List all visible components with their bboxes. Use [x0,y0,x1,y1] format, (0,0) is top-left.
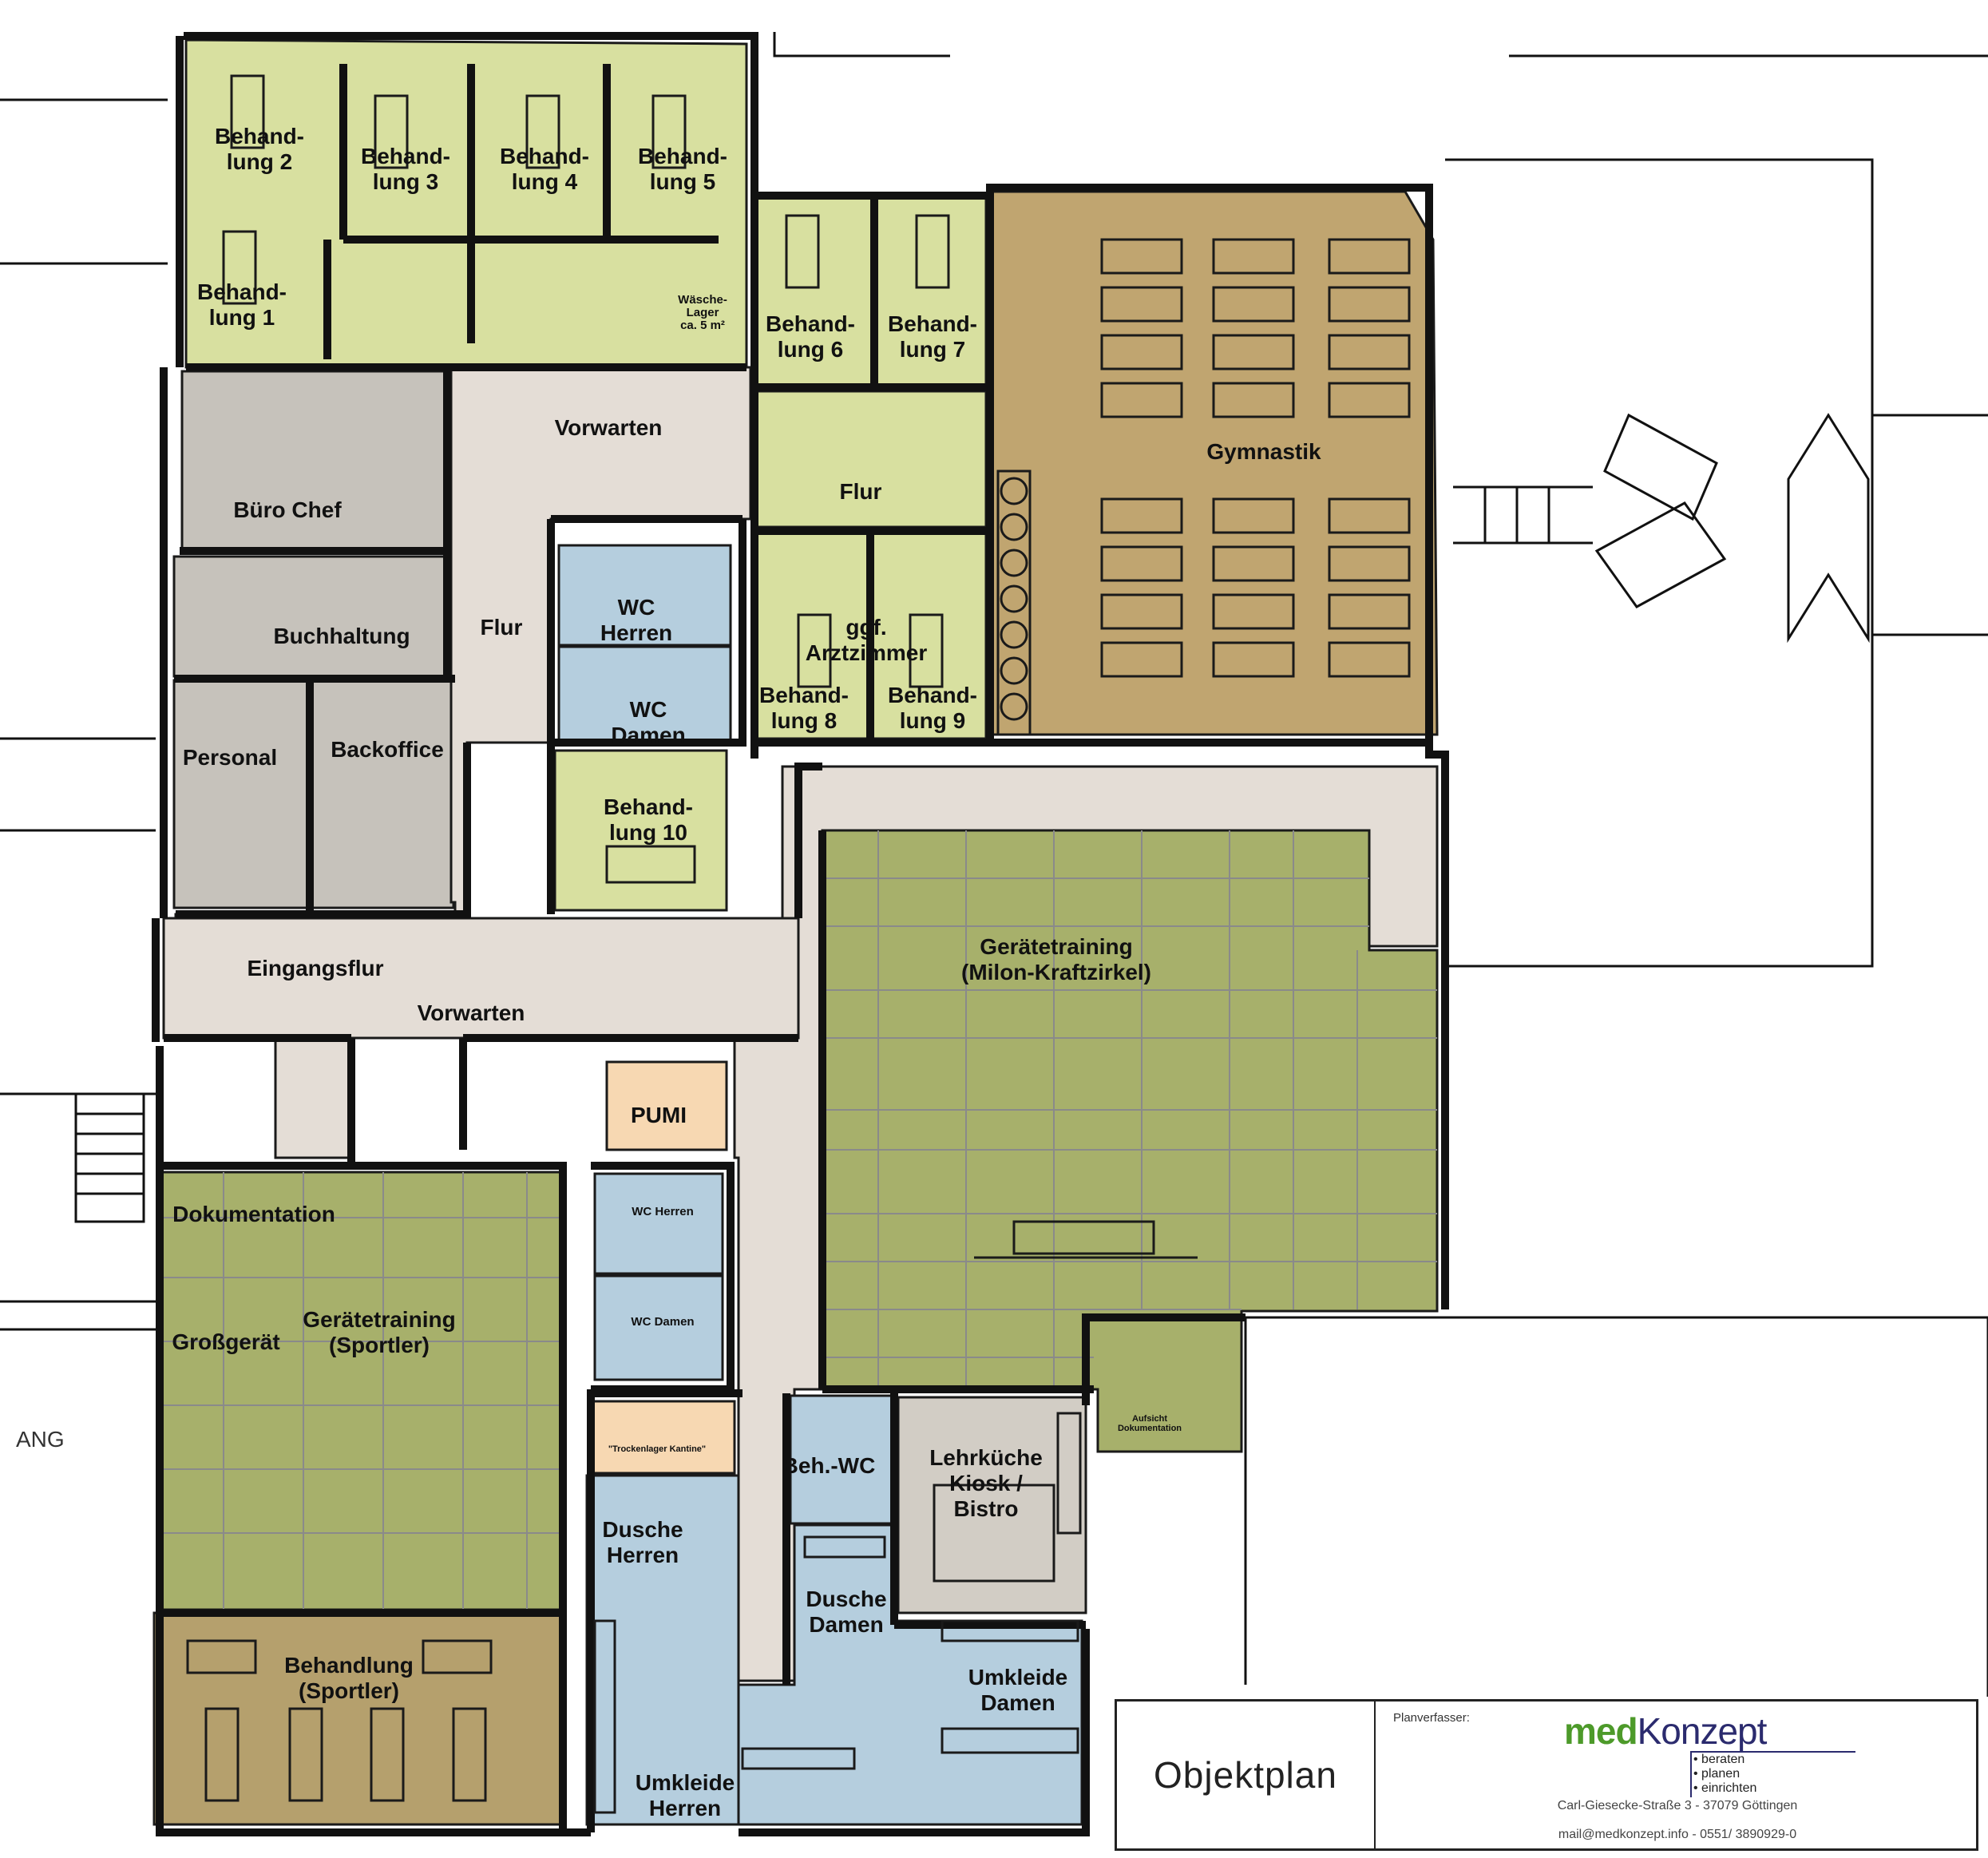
label-behandlung-sportler: Behandlung(Sportler) [284,1653,414,1703]
room-wc-damen-small [593,1274,724,1381]
label-behandlung-3: Behand-lung 3 [361,144,450,194]
brand-rule-vertical [1690,1751,1692,1797]
label-vorwarten-top: Vorwarten [555,415,663,440]
room-buchhaltung [172,555,451,678]
brand-tagline: beraten planen einrichten [1693,1753,1756,1796]
label-personal: Personal [183,745,277,770]
planner-contact: mail@medkonzept.info - 0551/ 3890929-0 [1558,1828,1797,1841]
planner-label: Planverfasser: [1393,1711,1470,1725]
room-labels: Behand-lung 2 Behand-lung 3 Behand-lung … [16,124,1321,1820]
gym-mats [1100,238,1411,678]
label-behandlung-6: Behand-lung 6 [766,311,855,362]
room-wc-herren-small [593,1172,724,1275]
brand-konzept: Konzept [1637,1710,1768,1752]
plan-title: Objektplan [1154,1754,1337,1796]
label-buchhaltung: Buchhaltung [273,624,410,648]
medkonzept-logo: medKonzept beraten planen einrichten [1564,1709,1899,1797]
label-vorwarten-bottom: Vorwarten [418,1000,525,1025]
label-arztzimmer: ggf.Arztzimmer [806,615,928,665]
room-wc-herren [557,544,732,647]
room-geraetetraining-sportler [158,1171,564,1611]
brand-med: med [1564,1710,1638,1752]
label-buero-chef: Büro Chef [233,497,342,522]
room-behandlung-10 [553,749,728,912]
room-geraetetraining-milon [821,829,1439,1453]
tagline-item: beraten [1693,1753,1756,1767]
planner-address: Carl-Giesecke-Straße 3 - 37079 Göttingen [1557,1799,1798,1812]
label-trockenlager: "Trockenlager Kantine" [608,1444,706,1454]
label-behandlung-4: Behand-lung 4 [500,144,589,194]
room-behandlung-sportler [152,1611,564,1826]
room-beh-wc [789,1394,896,1525]
label-behandlung-1: Behand-lung 1 [197,279,287,330]
label-geraetetraining-sportler: Gerätetraining(Sportler) [303,1307,455,1357]
tagline-item: planen [1693,1767,1756,1781]
furniture [74,74,1870,1814]
label-flur-right: Flur [840,479,882,504]
room-flur-right [753,390,988,529]
label-behandlung-5: Behand-lung 5 [638,144,727,194]
label-pumi: PUMI [631,1103,687,1127]
label-behandlung-7: Behand-lung 7 [888,311,977,362]
label-grossgeraet: Großgerät [172,1329,279,1354]
tagline-item: einrichten [1693,1781,1756,1796]
label-wc-damen-small: WC Damen [631,1315,694,1329]
label-eingangsflur: Eingangsflur [247,956,383,981]
label-backoffice: Backoffice [331,737,444,762]
walls [0,32,1988,1836]
room-backoffice [308,679,455,909]
label-behandlung-8: Behand-lung 8 [759,683,849,733]
label-gymnastik: Gymnastik [1206,439,1321,464]
title-cell: Objektplan [1117,1702,1376,1848]
room-wc-damen [557,645,732,744]
wall-bars [996,469,1032,736]
label-dokumentation: Dokumentation [172,1202,335,1226]
label-behandlung-2: Behand-lung 2 [215,124,304,174]
label-behandlung-9: Behand-lung 9 [888,683,977,733]
room-trockenlager [589,1400,736,1475]
brand-rule [1692,1751,1855,1753]
title-block: Objektplan Planverfasser: medKonzept ber… [1115,1699,1978,1851]
room-pumi [605,1060,728,1151]
label-geraetetraining-milon: Gerätetraining(Milon-Kraftzirkel) [961,934,1151,984]
room-personal [172,679,311,909]
room-buero-chef [180,370,449,553]
training-grid [160,830,1437,1610]
brand-wordmark: medKonzept [1564,1709,1899,1753]
label-behandlung-10: Behand-lung 10 [604,794,693,845]
label-flur-main: Flur [481,615,523,640]
label-wc-herren-small: WC Herren [632,1205,694,1218]
label-beh-wc: Beh.-WC [782,1453,876,1478]
label-ext-ang: ANG [16,1427,65,1452]
